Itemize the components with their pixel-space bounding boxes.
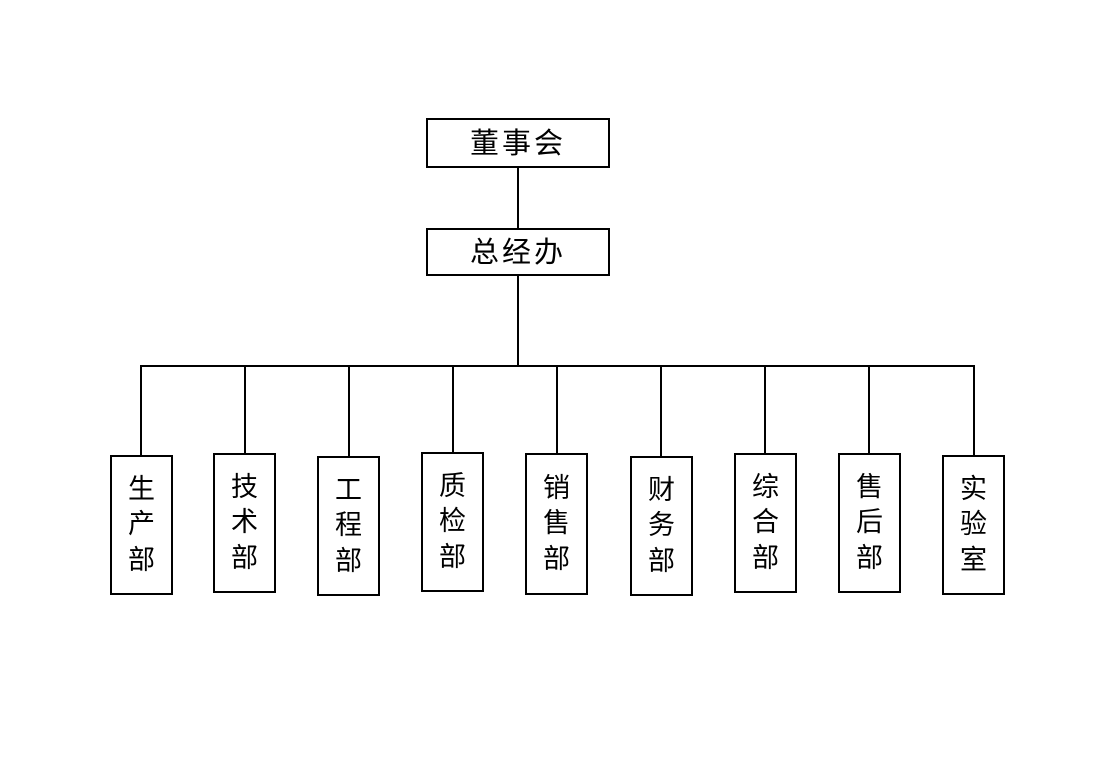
connector-drop-8 — [868, 365, 870, 454]
node-department-quality-inspection[interactable]: 质检部 — [421, 452, 484, 592]
label-char: 部 — [439, 541, 466, 573]
node-department-general-affairs[interactable]: 综合部 — [734, 453, 797, 593]
connector-drop-1 — [140, 365, 142, 456]
label-char: 部 — [648, 545, 675, 577]
connector-drop-6 — [660, 365, 662, 457]
label-char: 务 — [648, 510, 675, 542]
label-char: 程 — [335, 510, 362, 542]
node-label-department-quality-inspection: 质检部 — [439, 469, 466, 576]
label-char: 后 — [856, 507, 883, 539]
label-char: 术 — [231, 507, 258, 539]
label-char: 售 — [543, 508, 570, 540]
node-label-department-sales: 销售部 — [543, 471, 570, 578]
label-char: 售 — [856, 471, 883, 503]
node-label-general-manager-office: 总经办 — [469, 234, 566, 269]
node-label-department-finance: 财务部 — [648, 473, 675, 580]
node-general-manager-office[interactable]: 总经办 — [426, 228, 610, 276]
label-char: 检 — [439, 506, 466, 538]
node-label-department-engineering: 工程部 — [335, 473, 362, 580]
node-department-engineering[interactable]: 工程部 — [317, 456, 380, 596]
node-department-sales[interactable]: 销售部 — [525, 453, 588, 595]
node-label-department-general-affairs: 综合部 — [752, 470, 779, 577]
label-char: 部 — [128, 544, 155, 576]
node-department-production[interactable]: 生产部 — [110, 455, 173, 595]
node-department-laboratory[interactable]: 实验室 — [942, 455, 1005, 595]
connector-drop-2 — [244, 365, 246, 454]
connector-drop-7 — [764, 365, 766, 454]
connector-gm-to-bus — [517, 275, 519, 367]
label-char: 合 — [752, 507, 779, 539]
connector-drop-3 — [348, 365, 350, 457]
label-char: 工 — [335, 474, 362, 506]
connector-drop-9 — [973, 365, 975, 456]
label-char: 财 — [648, 474, 675, 506]
label-char: 部 — [752, 542, 779, 574]
connector-drop-5 — [556, 365, 558, 454]
label-char: 质 — [439, 470, 466, 502]
label-char: 产 — [128, 509, 155, 541]
label-char: 室 — [960, 544, 987, 576]
label-char: 实 — [960, 473, 987, 505]
node-label-department-laboratory: 实验室 — [960, 472, 987, 579]
label-char: 综 — [752, 471, 779, 503]
node-department-finance[interactable]: 财务部 — [630, 456, 693, 596]
label-char: 技 — [231, 471, 258, 503]
node-board-of-directors[interactable]: 董事会 — [426, 118, 610, 168]
label-char: 销 — [543, 472, 570, 504]
label-char: 部 — [856, 542, 883, 574]
connector-board-to-gm — [517, 168, 519, 229]
node-department-technology[interactable]: 技术部 — [213, 453, 276, 593]
connector-drop-4 — [452, 365, 454, 453]
label-char: 生 — [128, 473, 155, 505]
node-label-department-technology: 技术部 — [231, 470, 258, 577]
node-label-department-production: 生产部 — [128, 472, 155, 579]
label-char: 部 — [335, 545, 362, 577]
label-char: 部 — [231, 542, 258, 574]
node-label-department-after-sales: 售后部 — [856, 470, 883, 577]
label-char: 验 — [960, 509, 987, 541]
node-label-board-of-directors: 董事会 — [469, 125, 566, 160]
node-department-after-sales[interactable]: 售后部 — [838, 453, 901, 593]
label-char: 部 — [543, 543, 570, 575]
